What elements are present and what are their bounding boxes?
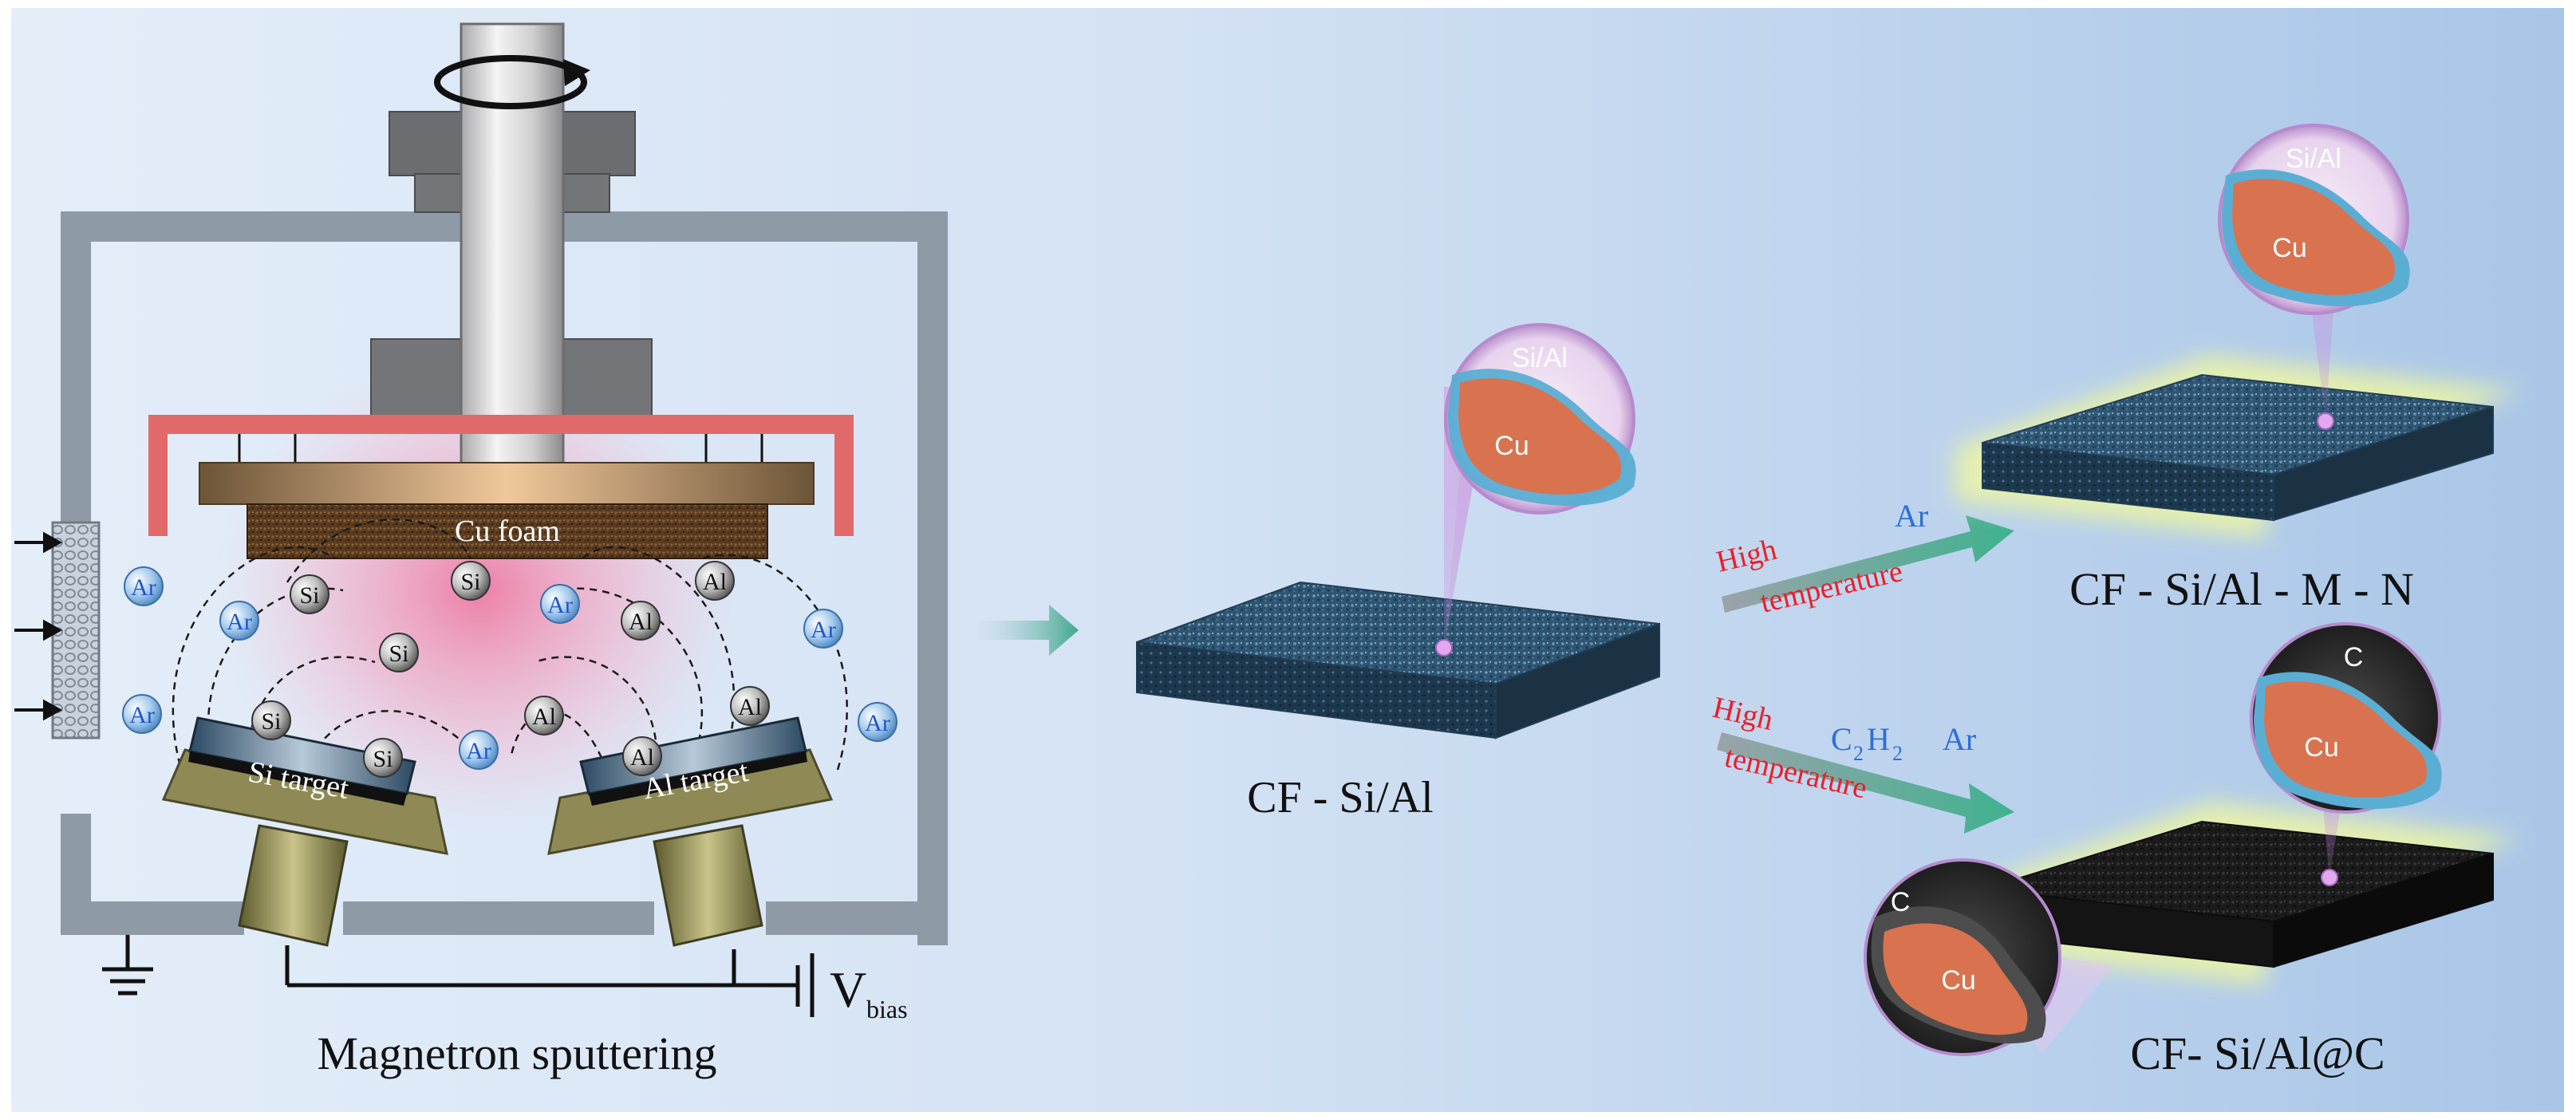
aluminum-atom: Al: [730, 686, 770, 726]
bottom-route: High temperature C 2 H 2 Ar C Cu: [1710, 622, 2521, 1079]
gas-inlet-arrows: [14, 531, 63, 721]
svg-text:Ar: Ar: [865, 710, 890, 736]
svg-text:Si: Si: [261, 708, 281, 735]
silicon-atom: Si: [290, 574, 329, 614]
sputtering-caption: Magnetron sputtering: [318, 1027, 717, 1079]
aluminum-atom: Al: [695, 561, 735, 601]
anneal-arrow-top: [1722, 515, 2014, 613]
argon-atom: Ar: [459, 730, 499, 770]
svg-text:Al: Al: [629, 609, 653, 635]
bias-circuit: [285, 945, 815, 1017]
process-arrow: [977, 605, 1079, 656]
rotation-arrow-icon: [434, 55, 590, 109]
svg-text:Ar: Ar: [466, 738, 491, 764]
argon-atom: Ar: [122, 694, 162, 734]
svg-text:Ar: Ar: [811, 617, 836, 643]
sputtered-atoms: Ar Ar Ar Ar Ar Ar Ar Si Si Si Si Si Al A…: [122, 561, 897, 778]
cu-foam-label: Cu foam: [455, 515, 560, 548]
svg-text:Ar: Ar: [129, 702, 155, 728]
si-magnetron: [161, 716, 448, 947]
svg-text:Ar: Ar: [131, 574, 156, 601]
silicon-atom: Si: [379, 633, 419, 672]
zoom-inset-si-al-top: Si/Al Cu: [2218, 124, 2410, 315]
aluminum-atom: Al: [622, 736, 662, 776]
silicon-atom: Si: [451, 561, 491, 601]
argon-atom: Ar: [540, 584, 580, 624]
gas-top-ar: Ar: [1895, 498, 1928, 534]
svg-text:Si: Si: [299, 582, 319, 609]
zoom-shell-label: Si/Al: [2286, 144, 2341, 174]
rotating-shaft: [460, 22, 565, 468]
argon-atom: Ar: [219, 601, 259, 641]
svg-text:Al: Al: [532, 704, 556, 730]
argon-atom: Ar: [124, 566, 164, 606]
argon-atom: Ar: [803, 609, 843, 649]
top-route: High temperature Ar Si/Al Cu CF - Si/Al …: [1714, 124, 2521, 620]
cf-si-al-m-n-sample: Si/Al Cu: [1955, 124, 2521, 538]
zoom-shell-label: Si/Al: [1512, 343, 1568, 373]
intermediate-label: CF - Si/Al: [1247, 773, 1433, 822]
substrate-holder: [148, 415, 854, 536]
svg-text:H: H: [1867, 721, 1890, 757]
cf-si-al-sample: Si/Al Cu CF - Si/Al: [1136, 323, 1660, 822]
zoom-shell-label: C: [1891, 887, 1911, 917]
silicon-atom: Si: [363, 738, 403, 778]
svg-text:Al: Al: [703, 569, 727, 595]
zoom-core-label: Cu: [2272, 233, 2306, 263]
zoom-spot: [1435, 639, 1453, 657]
svg-text:Si: Si: [373, 746, 393, 772]
svg-text:Ar: Ar: [1943, 721, 1976, 757]
aluminum-atom: Al: [621, 601, 661, 641]
product-bottom-label: CF- Si/Al@C: [2130, 1027, 2385, 1079]
holder-clips: [238, 434, 763, 464]
bias-voltage-subscript: bias: [866, 995, 908, 1023]
svg-text:Si: Si: [460, 569, 480, 595]
svg-text:Si: Si: [389, 641, 408, 667]
svg-text:C: C: [1831, 721, 1852, 757]
svg-text:2: 2: [1892, 742, 1903, 765]
argon-atom: Ar: [858, 702, 897, 742]
zoom-core-label: Cu: [1494, 431, 1529, 461]
zoom-inset-carbon-top: C Cu: [2250, 622, 2442, 814]
svg-text:Al: Al: [630, 744, 654, 771]
zoom-shell-label: C: [2344, 642, 2364, 672]
bias-voltage-symbol: V: [830, 961, 866, 1018]
anneal-arrow-bottom: [1717, 732, 2014, 834]
svg-text:Ar: Ar: [227, 609, 252, 635]
cf-si-al-at-c-sample: C Cu C Cu: [1864, 622, 2521, 1056]
gas-bottom-mixture: C 2 H 2 Ar: [1831, 721, 1976, 765]
product-top-label: CF - Si/Al - M - N: [2069, 563, 2414, 615]
svg-text:Ar: Ar: [547, 592, 573, 618]
zoom-core-label: Cu: [2304, 732, 2338, 763]
zoom-inset-si-al: Si/Al Cu: [1444, 323, 1636, 515]
ground-icon: [102, 935, 153, 996]
cu-foam-substrate: [247, 503, 768, 559]
heater-plate: [199, 462, 815, 505]
silicon-atom: Si: [251, 700, 291, 740]
svg-text:2: 2: [1853, 742, 1864, 765]
svg-text:Al: Al: [738, 694, 762, 720]
aluminum-atom: Al: [524, 696, 564, 735]
zoom-core-label: Cu: [1941, 965, 1975, 996]
zoom-inset-carbon-side: C Cu: [1864, 858, 2061, 1056]
